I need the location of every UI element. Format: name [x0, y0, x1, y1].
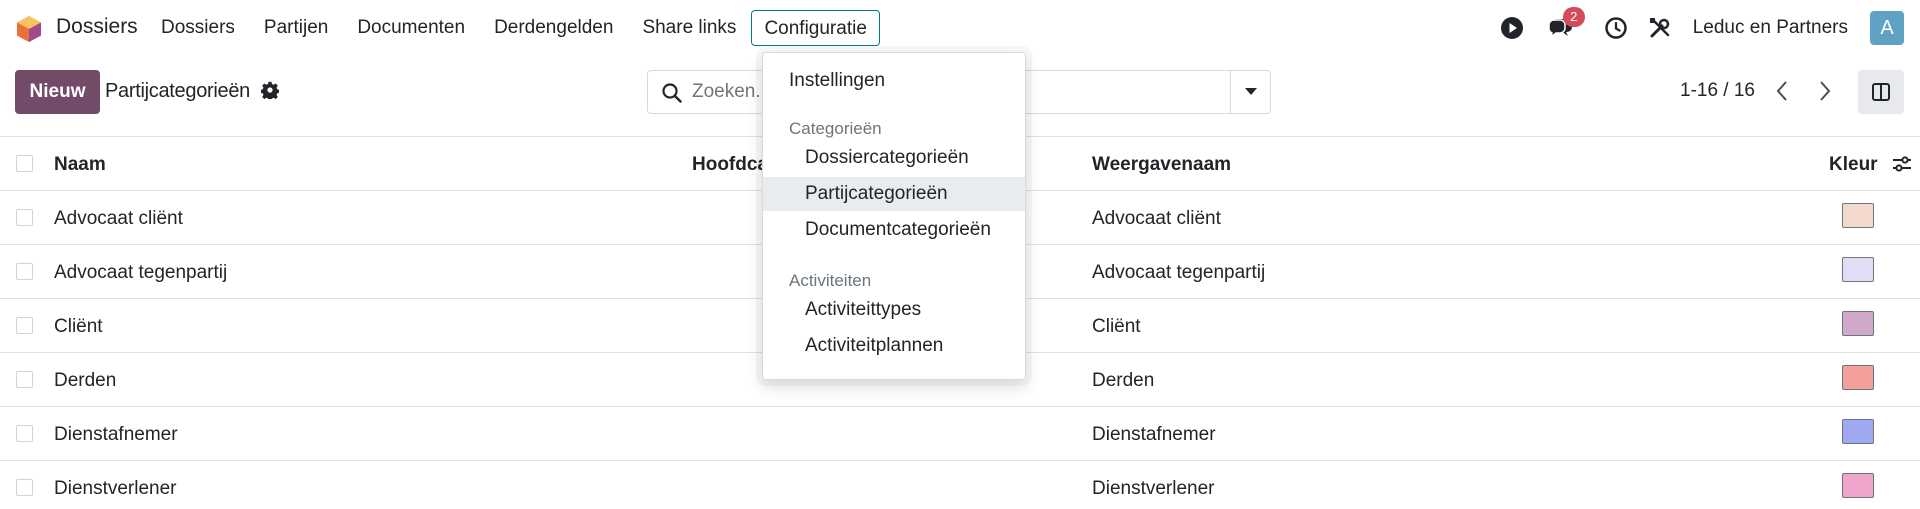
- menu-dossiers[interactable]: Dossiers: [161, 17, 235, 38]
- menu-configuratie[interactable]: Configuratie: [751, 10, 880, 46]
- dropdown-section-categories: Categorieën: [789, 119, 882, 138]
- dropdown-item-instellingen[interactable]: Instellingen: [789, 70, 886, 91]
- dropdown-item-activiteittypes[interactable]: Activiteittypes: [805, 299, 922, 320]
- select-all-checkbox[interactable]: [16, 155, 33, 172]
- dropdown-item-documentcategorieen[interactable]: Documentcategorieën: [805, 219, 991, 240]
- cell-name[interactable]: Advocaat cliënt: [54, 208, 183, 229]
- cell-display-name[interactable]: Advocaat tegenpartij: [1092, 262, 1266, 283]
- page-title: Partijcategorieën: [105, 80, 250, 102]
- top-navbar: Dossiers Dossiers Partijen Documenten De…: [0, 0, 1920, 56]
- clock-icon[interactable]: [1603, 15, 1629, 41]
- row-checkbox[interactable]: [16, 317, 33, 334]
- new-button[interactable]: Nieuw: [15, 70, 100, 114]
- search-icon: [662, 83, 682, 103]
- row-checkbox[interactable]: [16, 209, 33, 226]
- company-name[interactable]: Leduc en Partners: [1692, 17, 1848, 38]
- column-header-color[interactable]: Kleur: [1829, 154, 1878, 175]
- chevron-right-icon[interactable]: [1818, 80, 1832, 102]
- app-logo-icon[interactable]: [14, 14, 44, 44]
- dropdown-item-activiteitplannen[interactable]: Activiteitplannen: [805, 335, 944, 356]
- cell-name[interactable]: Cliënt: [54, 316, 103, 337]
- chat-badge: 2: [1562, 7, 1585, 27]
- main-menu: Dossiers Partijen Documenten Derdengelde…: [147, 0, 881, 56]
- cell-name[interactable]: Advocaat tegenpartij: [54, 262, 228, 283]
- cell-name[interactable]: Dienstverlener: [54, 478, 177, 499]
- color-swatch[interactable]: [1842, 419, 1874, 444]
- menu-documenten[interactable]: Documenten: [357, 17, 466, 38]
- cell-display-name[interactable]: Dienstverlener: [1092, 478, 1215, 499]
- color-swatch[interactable]: [1842, 473, 1874, 498]
- table-row[interactable]: Dienstverlener Dienstverlener: [0, 461, 1920, 509]
- dropdown-item-dossiercategorieen[interactable]: Dossiercategorieën: [805, 147, 969, 168]
- cell-name[interactable]: Dienstafnemer: [54, 424, 178, 445]
- dropdown-item-partijcategorieen[interactable]: Partijcategorieën: [763, 177, 1025, 211]
- cell-display-name[interactable]: Derden: [1092, 370, 1155, 391]
- menu-partijen[interactable]: Partijen: [263, 17, 329, 38]
- pager-value[interactable]: 1-16 / 16: [1680, 80, 1755, 101]
- row-checkbox[interactable]: [16, 263, 33, 280]
- color-swatch[interactable]: [1842, 203, 1874, 228]
- app-name[interactable]: Dossiers: [56, 15, 138, 38]
- configuratie-dropdown: Instellingen Categorieën Dossiercategori…: [762, 52, 1026, 380]
- dropdown-section-activities: Activiteiten: [789, 271, 872, 290]
- chat-icon[interactable]: 2: [1547, 7, 1585, 41]
- menu-derdengelden[interactable]: Derdengelden: [494, 17, 614, 38]
- split-view-button[interactable]: [1858, 70, 1904, 114]
- row-checkbox[interactable]: [16, 425, 33, 442]
- systray: 2 Leduc en Partners A: [1499, 0, 1920, 56]
- table-row[interactable]: Dienstafnemer Dienstafnemer: [0, 407, 1920, 461]
- column-header-display-name[interactable]: Weergavenaam: [1092, 154, 1232, 175]
- cell-display-name[interactable]: Cliënt: [1092, 316, 1141, 337]
- menu-share-links[interactable]: Share links: [642, 17, 737, 38]
- play-circle-icon[interactable]: [1499, 15, 1525, 41]
- caret-down-icon: [1244, 88, 1257, 95]
- table-row[interactable]: Derden Derden: [0, 353, 1920, 407]
- tools-icon[interactable]: [1647, 15, 1673, 41]
- chevron-left-icon[interactable]: [1775, 80, 1789, 102]
- column-options-icon[interactable]: [1892, 155, 1912, 173]
- search-options-toggle[interactable]: [1230, 71, 1270, 113]
- row-checkbox[interactable]: [16, 479, 33, 496]
- column-header-name[interactable]: Naam: [54, 154, 106, 175]
- settings-gear-icon[interactable]: [261, 81, 279, 99]
- cell-display-name[interactable]: Advocaat cliënt: [1092, 208, 1221, 229]
- color-swatch[interactable]: [1842, 365, 1874, 390]
- color-swatch[interactable]: [1842, 311, 1874, 336]
- color-swatch[interactable]: [1842, 257, 1874, 282]
- user-avatar[interactable]: A: [1870, 11, 1904, 45]
- row-checkbox[interactable]: [16, 371, 33, 388]
- split-view-icon: [1872, 83, 1890, 101]
- cell-name[interactable]: Derden: [54, 370, 117, 391]
- cell-display-name[interactable]: Dienstafnemer: [1092, 424, 1216, 445]
